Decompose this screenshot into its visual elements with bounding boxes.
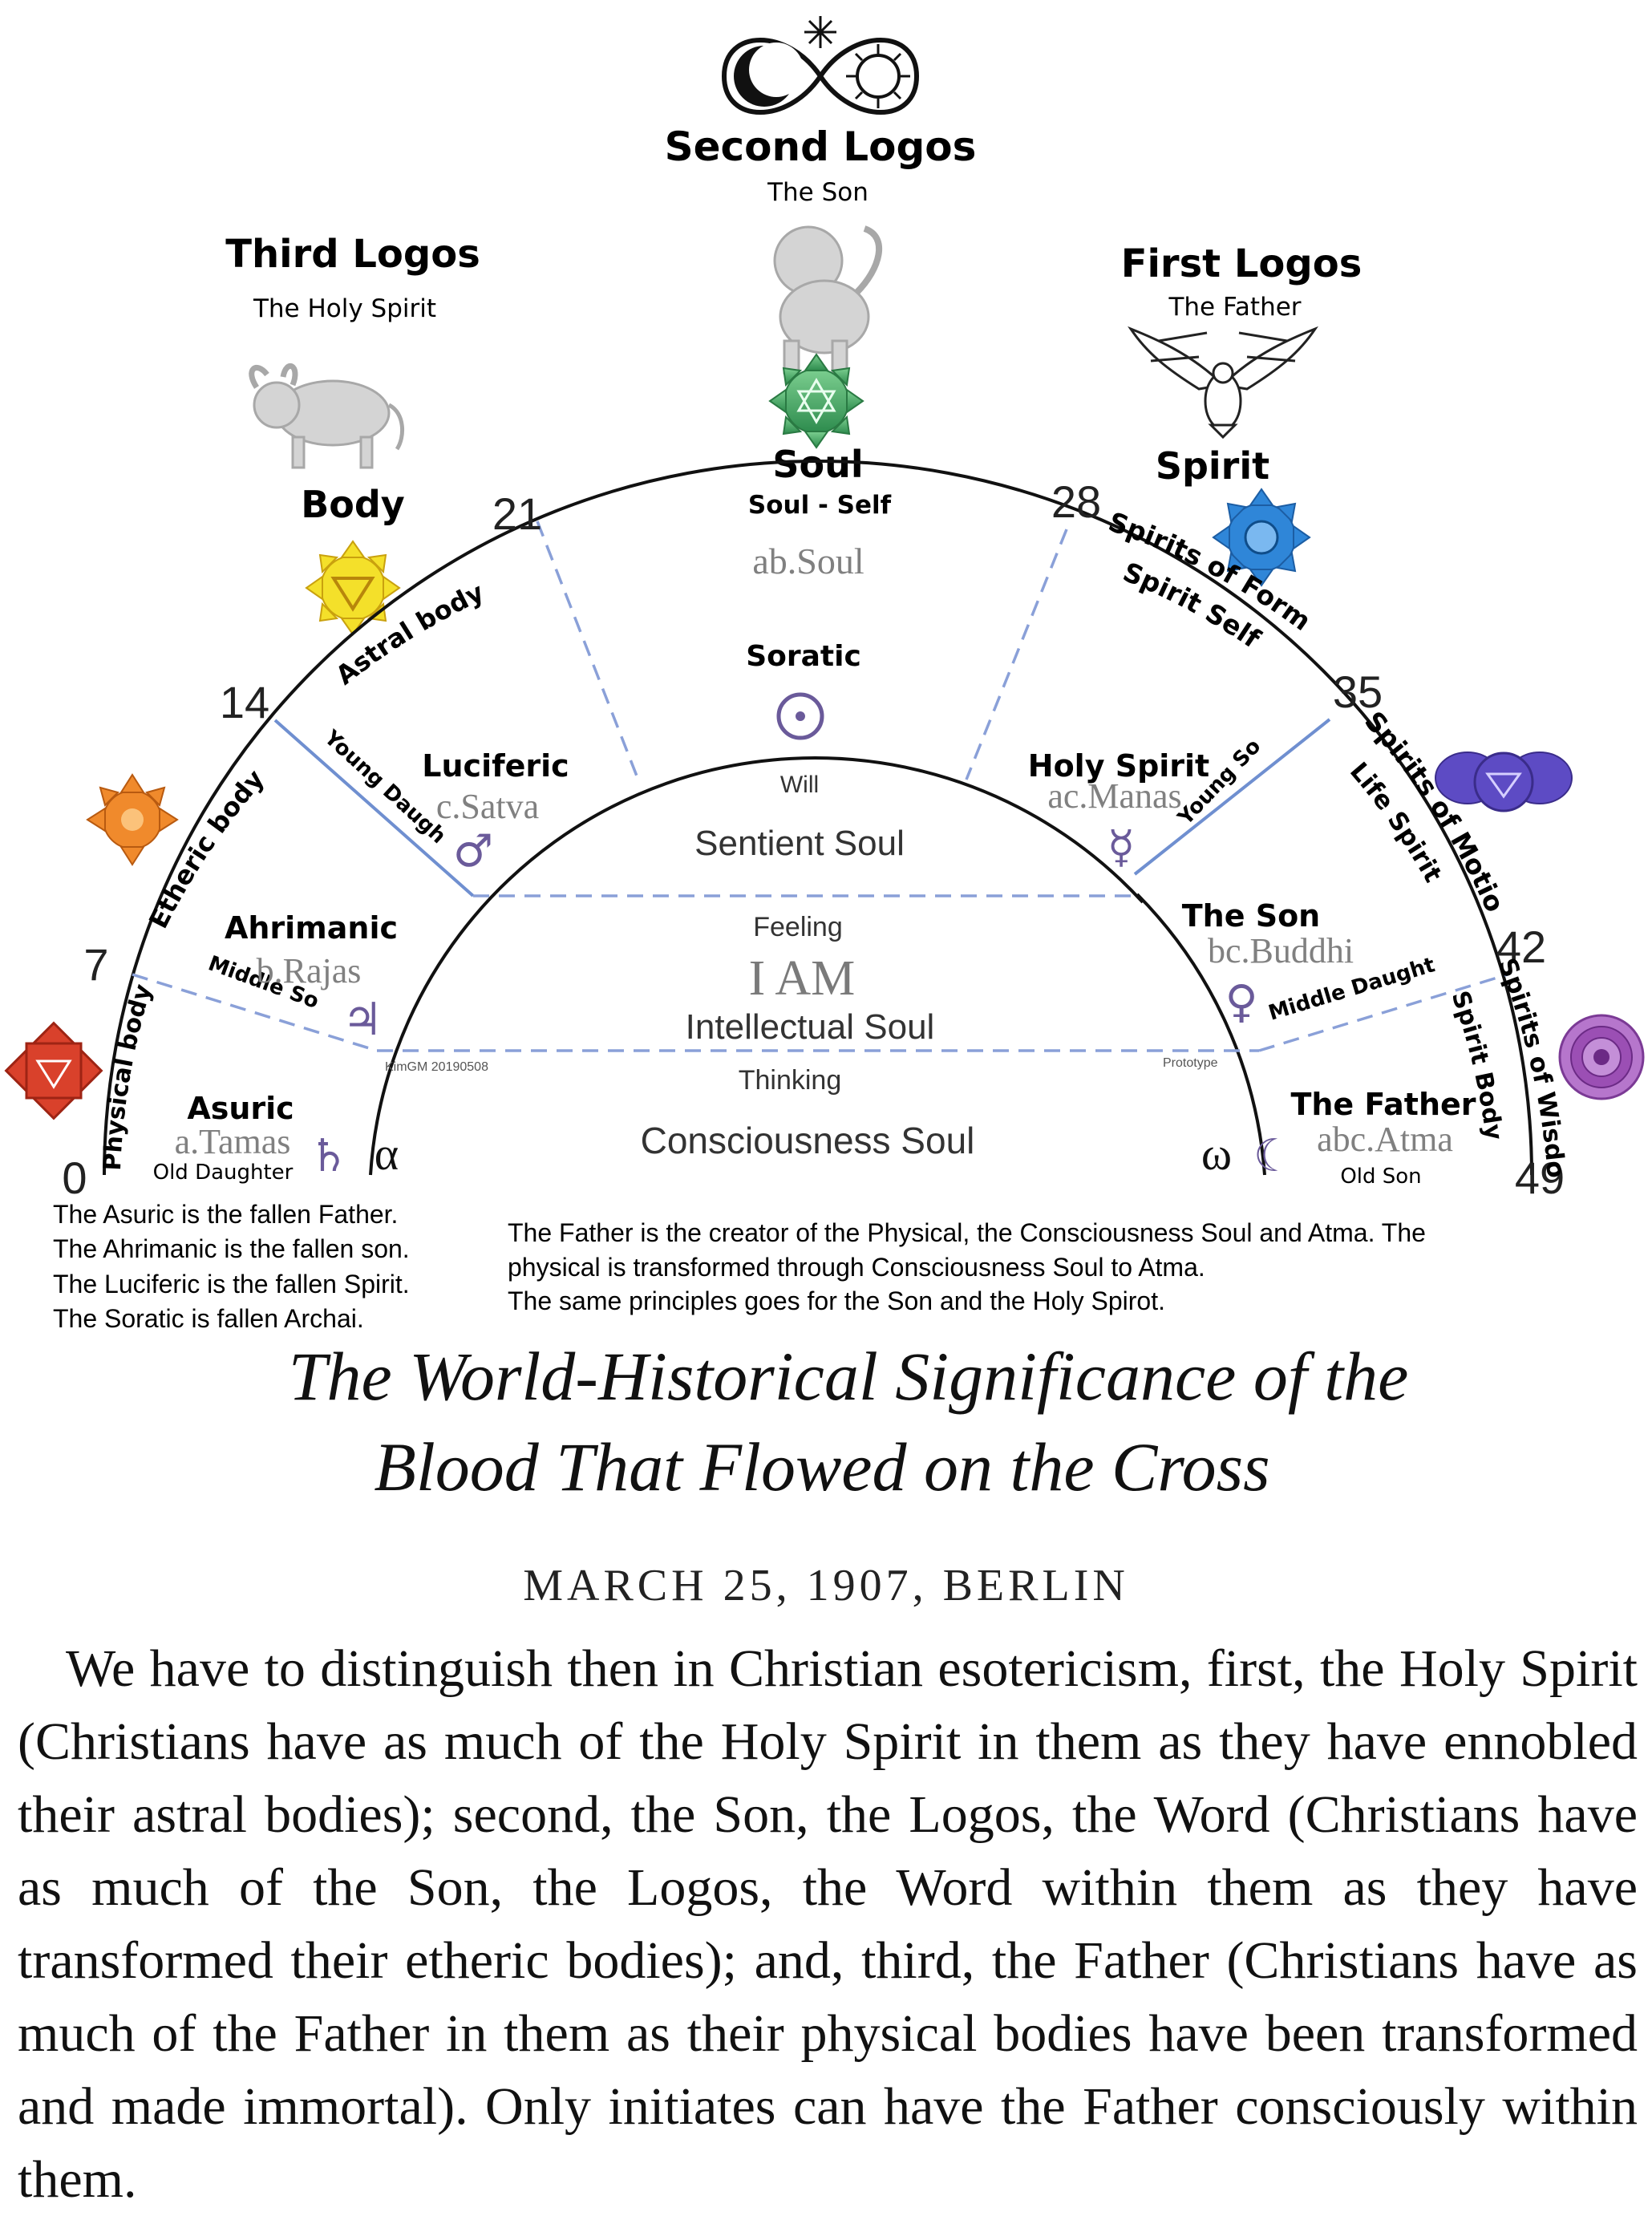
- luciferic-label: Luciferic: [422, 748, 569, 784]
- quote-date: MARCH 25, 1907, BERLIN: [523, 1561, 1129, 1610]
- mars-icon: ♂: [453, 825, 493, 877]
- second-logos-subtitle: The Son: [767, 178, 869, 207]
- note-right-line: The Father is the creator of the Physica…: [508, 1218, 1426, 1247]
- throat-chakra-icon: [1212, 488, 1311, 587]
- i-am-label: I AM: [749, 951, 856, 1006]
- note-right-line: physical is transformed through Consciou…: [508, 1253, 1205, 1282]
- will-label: Will: [780, 772, 819, 798]
- sentient-soul-label: Sentient Soul: [694, 824, 905, 863]
- taurus-bull-icon: [249, 363, 405, 469]
- spirit-heading: Spirit: [1156, 444, 1269, 488]
- crown-chakra-icon: [1558, 1014, 1645, 1100]
- intellectual-soul-label: Intellectual Soul: [686, 1007, 935, 1047]
- inner-arc: [369, 756, 1144, 1176]
- divider-35: [1133, 718, 1331, 876]
- heart-chakra-icon: [768, 353, 864, 449]
- asuric-label: Asuric: [187, 1091, 294, 1126]
- chakra-arc-diagram: Second Logos The Son Third Logos The Hol…: [0, 0, 1645, 1505]
- rajas-label: b.Rajas: [257, 951, 362, 991]
- buddhi-label: bc.Buddhi: [1208, 931, 1354, 970]
- note-left-line: The Soratic is fallen Archai.: [53, 1304, 364, 1333]
- feeling-label: Feeling: [753, 912, 843, 942]
- divider-14: [273, 719, 475, 897]
- soratic-label: Soratic: [746, 640, 861, 673]
- leo-lion-icon: [773, 225, 882, 375]
- jupiter-icon: ♃: [342, 994, 383, 1046]
- moon-icon: ☾: [1253, 1130, 1294, 1182]
- quote-title-line-2: Blood That Flowed on the Cross: [374, 1428, 1269, 1505]
- body-heading: Body: [301, 483, 405, 526]
- first-logos-title: First Logos: [1121, 241, 1362, 286]
- the-son-label: The Son: [1182, 898, 1321, 934]
- satva-label: c.Satva: [436, 787, 539, 826]
- atma-label: abc.Atma: [1317, 1120, 1453, 1159]
- second-logos-title: Second Logos: [665, 124, 977, 170]
- soul-self-heading: Soul - Self: [748, 491, 892, 520]
- ahrimanic-label: Ahrimanic: [225, 910, 398, 946]
- omega-symbol: ω: [1201, 1128, 1232, 1180]
- note-left-line: The Ahrimanic is the fallen son.: [53, 1234, 410, 1263]
- number-42: 42: [1496, 922, 1546, 972]
- note-right-line: The same principles goes for the Son and…: [508, 1286, 1165, 1315]
- physical-body-label: Physical body: [99, 981, 158, 1172]
- holy-spirit-label: Holy Spirit: [1028, 748, 1209, 784]
- third-logos-title: Third Logos: [225, 232, 480, 277]
- middle-son-label: Middle Son: [0, 0, 322, 1014]
- infinity-sun-moon-icon: [721, 16, 920, 115]
- quote-body: We have to distinguish then in Christian…: [18, 1639, 1638, 2209]
- number-14: 14: [220, 677, 269, 727]
- note-left-line: The Luciferic is the fallen Spirit.: [53, 1270, 410, 1298]
- first-logos-subtitle: The Father: [1168, 293, 1301, 322]
- tamas-label: a.Tamas: [175, 1122, 291, 1161]
- thinking-label: Thinking: [739, 1065, 842, 1096]
- sacral-chakra-icon: [86, 773, 179, 866]
- dashed-dividers: [132, 521, 1508, 1052]
- note-left-line: The Asuric is the fallen Father.: [53, 1200, 398, 1229]
- eagle-icon: [1128, 326, 1318, 440]
- third-logos-subtitle: The Holy Spirit: [253, 294, 436, 323]
- venus-icon: ♀: [1225, 976, 1257, 1028]
- quote-title-line-1: The World-Historical Significance of the: [289, 1338, 1409, 1415]
- number-49: 49: [1515, 1153, 1565, 1203]
- old-son-label: Old Son: [1340, 1165, 1421, 1189]
- root-chakra-icon: [4, 1021, 103, 1120]
- number-7: 7: [83, 939, 108, 990]
- sun-icon: [776, 692, 824, 740]
- notes-left: The Asuric is the fallen Father. The Ahr…: [53, 1200, 410, 1333]
- solar-plexus-chakra-icon: [305, 540, 401, 636]
- inner-arc-right: [1136, 893, 1266, 1176]
- consciousness-soul-label: Consciousness Soul: [641, 1120, 975, 1161]
- number-21: 21: [492, 488, 542, 539]
- young-son-label: Young Son: [0, 0, 1265, 831]
- number-35: 35: [1333, 666, 1383, 717]
- manas-label: ac.Manas: [1047, 776, 1181, 816]
- prototype-label: Prototype: [1163, 1056, 1218, 1070]
- number-28: 28: [1051, 476, 1101, 527]
- ab-soul-label: ab.Soul: [752, 541, 864, 581]
- mercury-icon: ☿: [1107, 821, 1135, 873]
- number-0: 0: [62, 1153, 87, 1203]
- saturn-icon: ♄: [309, 1130, 349, 1182]
- third-eye-chakra-icon: [1435, 751, 1573, 812]
- old-daughter-label: Old Daughter: [153, 1161, 294, 1185]
- notes-right: The Father is the creator of the Physica…: [508, 1218, 1426, 1315]
- credit-label: KimGM 20190508: [385, 1060, 488, 1074]
- alpha-symbol: α: [375, 1128, 399, 1180]
- soul-heading: Soul: [772, 443, 863, 486]
- outer-arc: [103, 460, 1533, 1176]
- the-father-label: The Father: [1290, 1087, 1476, 1122]
